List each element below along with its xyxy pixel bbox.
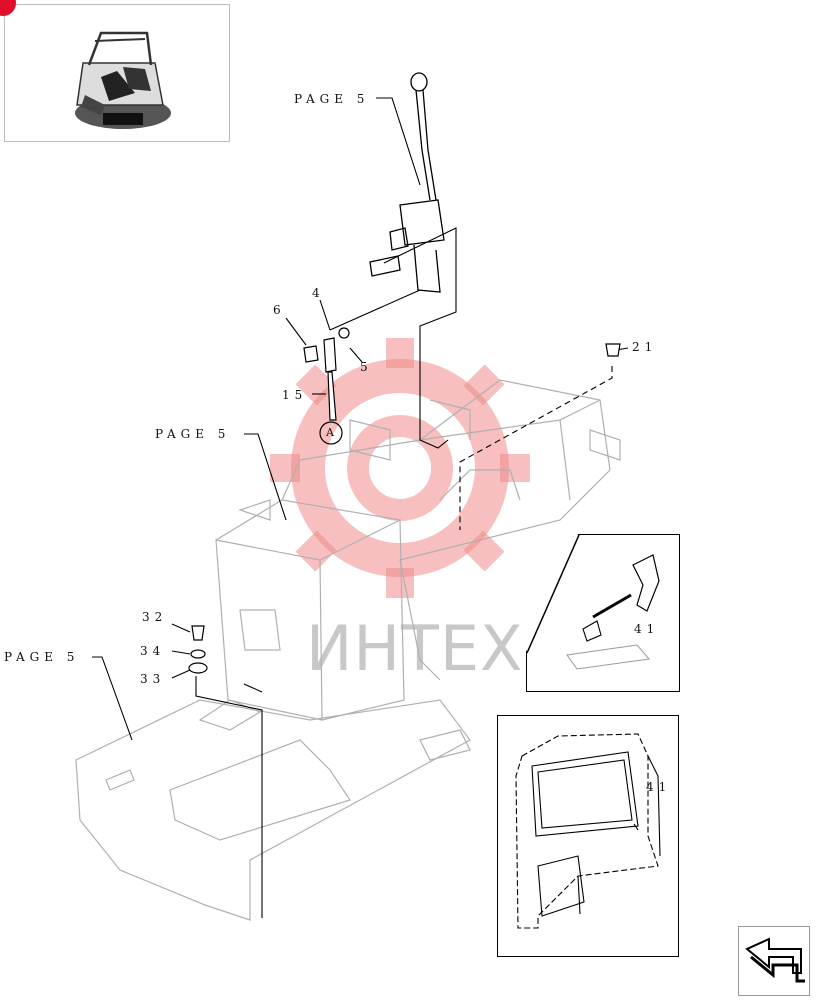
watermark-text: ИНТЕХ: [306, 612, 524, 685]
gear-watermark-icon: [270, 338, 530, 598]
corner-badge: [0, 0, 16, 16]
frame-outline: [75, 379, 621, 921]
machine-thumbnail[interactable]: [4, 4, 230, 142]
control-lever: [369, 72, 445, 293]
page-ref-middle[interactable]: PAGE 5: [155, 427, 231, 441]
key-icon: [526, 534, 660, 670]
callout-6: 6: [273, 303, 286, 317]
detail-label-a: A: [326, 426, 334, 439]
next-page-button[interactable]: [738, 926, 810, 996]
callout-4: 4: [312, 286, 325, 300]
callout-41-cab: 41: [646, 780, 672, 794]
callout-15: 15: [282, 388, 308, 402]
cab-frame-icon: [515, 733, 661, 929]
detail-circle: [319, 421, 343, 445]
callout-41-key: 41: [634, 622, 660, 636]
leader-lines: [92, 97, 629, 918]
callout-5: 5: [360, 360, 373, 374]
callout-33: 33: [140, 672, 166, 686]
excavator-cab-thumbnail-icon: [75, 31, 171, 129]
page-ref-lower[interactable]: PAGE 5: [4, 650, 80, 664]
callout-32: 32: [142, 610, 168, 624]
callout-21: 21: [632, 340, 658, 354]
small-parts: [188, 327, 621, 674]
callout-34: 34: [140, 644, 166, 658]
cab-detail-inset: [497, 715, 679, 957]
next-page-arrow-icon: [745, 937, 805, 983]
page-ref-upper[interactable]: PAGE 5: [294, 92, 370, 106]
